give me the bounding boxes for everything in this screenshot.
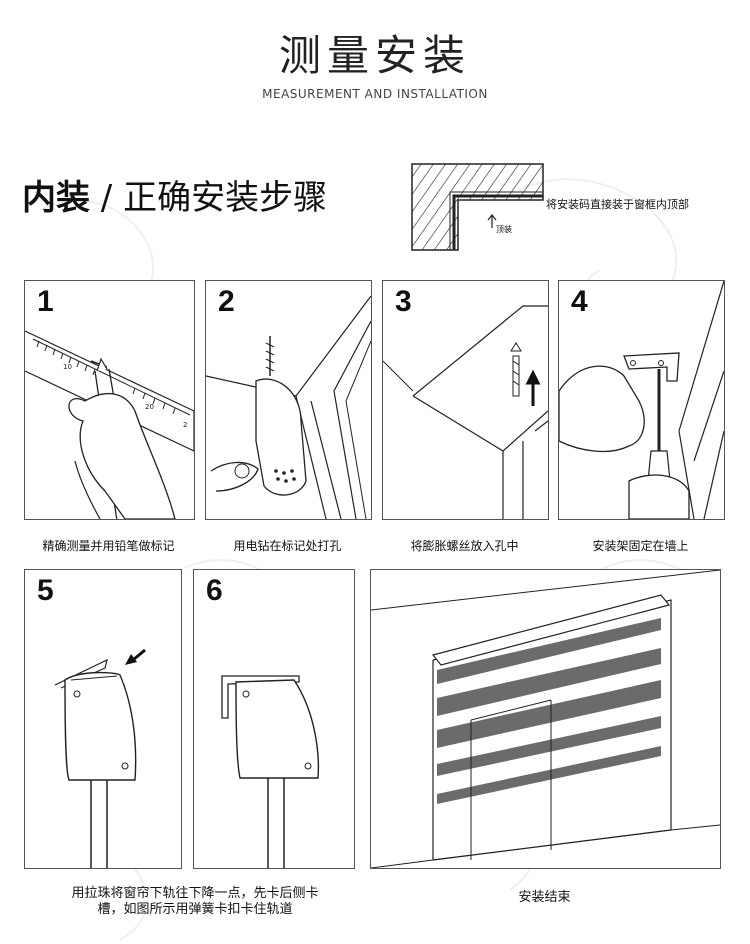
step-2-caption: 用电钻在标记处打孔	[233, 539, 342, 553]
step-3-panel: 3	[382, 280, 549, 520]
section-title: 内装 / 正确安装步骤	[22, 170, 327, 219]
diagram-note: 将安装码直接装于窗框内顶部	[546, 198, 689, 211]
step-4-panel: 4	[558, 280, 725, 520]
top-mount-label: 顶装	[496, 225, 512, 234]
step-1-caption: 精确测量并用铅笔做标记	[42, 539, 175, 553]
step-1-illustration	[25, 330, 194, 519]
ruler-mark-10: 10	[63, 363, 72, 371]
step-5-caption-line-2: 槽，如图所示用弹簧卡扣卡住轨道	[97, 902, 293, 917]
page-title: 测量安装	[278, 31, 471, 80]
finished-blind-illustration	[371, 570, 720, 868]
page-subtitle: MEASUREMENT AND INSTALLATION	[262, 87, 488, 101]
step-2-panel: 2	[205, 280, 372, 520]
step-6-number: 6	[206, 574, 223, 607]
step-5-caption-line-1: 用拉珠将窗帘下轨往下降一点，先卡后侧卡	[71, 886, 319, 901]
step-5-caption: 用拉珠将窗帘下轨往下降一点，先卡后侧卡 槽，如图所示用弹簧卡扣卡住轨道	[20, 886, 370, 918]
step-final-caption: 安装结束	[518, 890, 571, 905]
window-frame-diagram	[411, 163, 544, 251]
step-4-caption: 安装架固定在墙上	[592, 539, 689, 553]
step-1-number: 1	[37, 285, 54, 318]
step-4-illustration	[559, 281, 724, 519]
step-3-caption: 将膨胀螺丝放入孔中	[410, 539, 519, 553]
ruler-mark-20: 20	[145, 403, 154, 411]
step-6-panel: 6	[193, 569, 355, 869]
step-5-number: 5	[37, 574, 54, 607]
step-6-illustration	[221, 675, 320, 868]
step-2-illustration	[206, 295, 371, 519]
section-title-rest: 正确安装步骤	[123, 178, 328, 218]
step-2-number: 2	[218, 285, 235, 318]
section-title-bold: 内装	[22, 178, 90, 218]
step-final-panel	[370, 569, 721, 869]
step-4-number: 4	[571, 285, 588, 318]
step-5-panel: 5	[24, 569, 182, 869]
ruler-mark-2: 2	[183, 421, 188, 429]
step-5-illustration	[54, 648, 146, 868]
step-3-illustration	[383, 305, 548, 519]
section-title-separator: /	[90, 178, 124, 218]
step-1-panel: 1 10 20 2	[24, 280, 195, 520]
step-3-number: 3	[395, 285, 412, 318]
